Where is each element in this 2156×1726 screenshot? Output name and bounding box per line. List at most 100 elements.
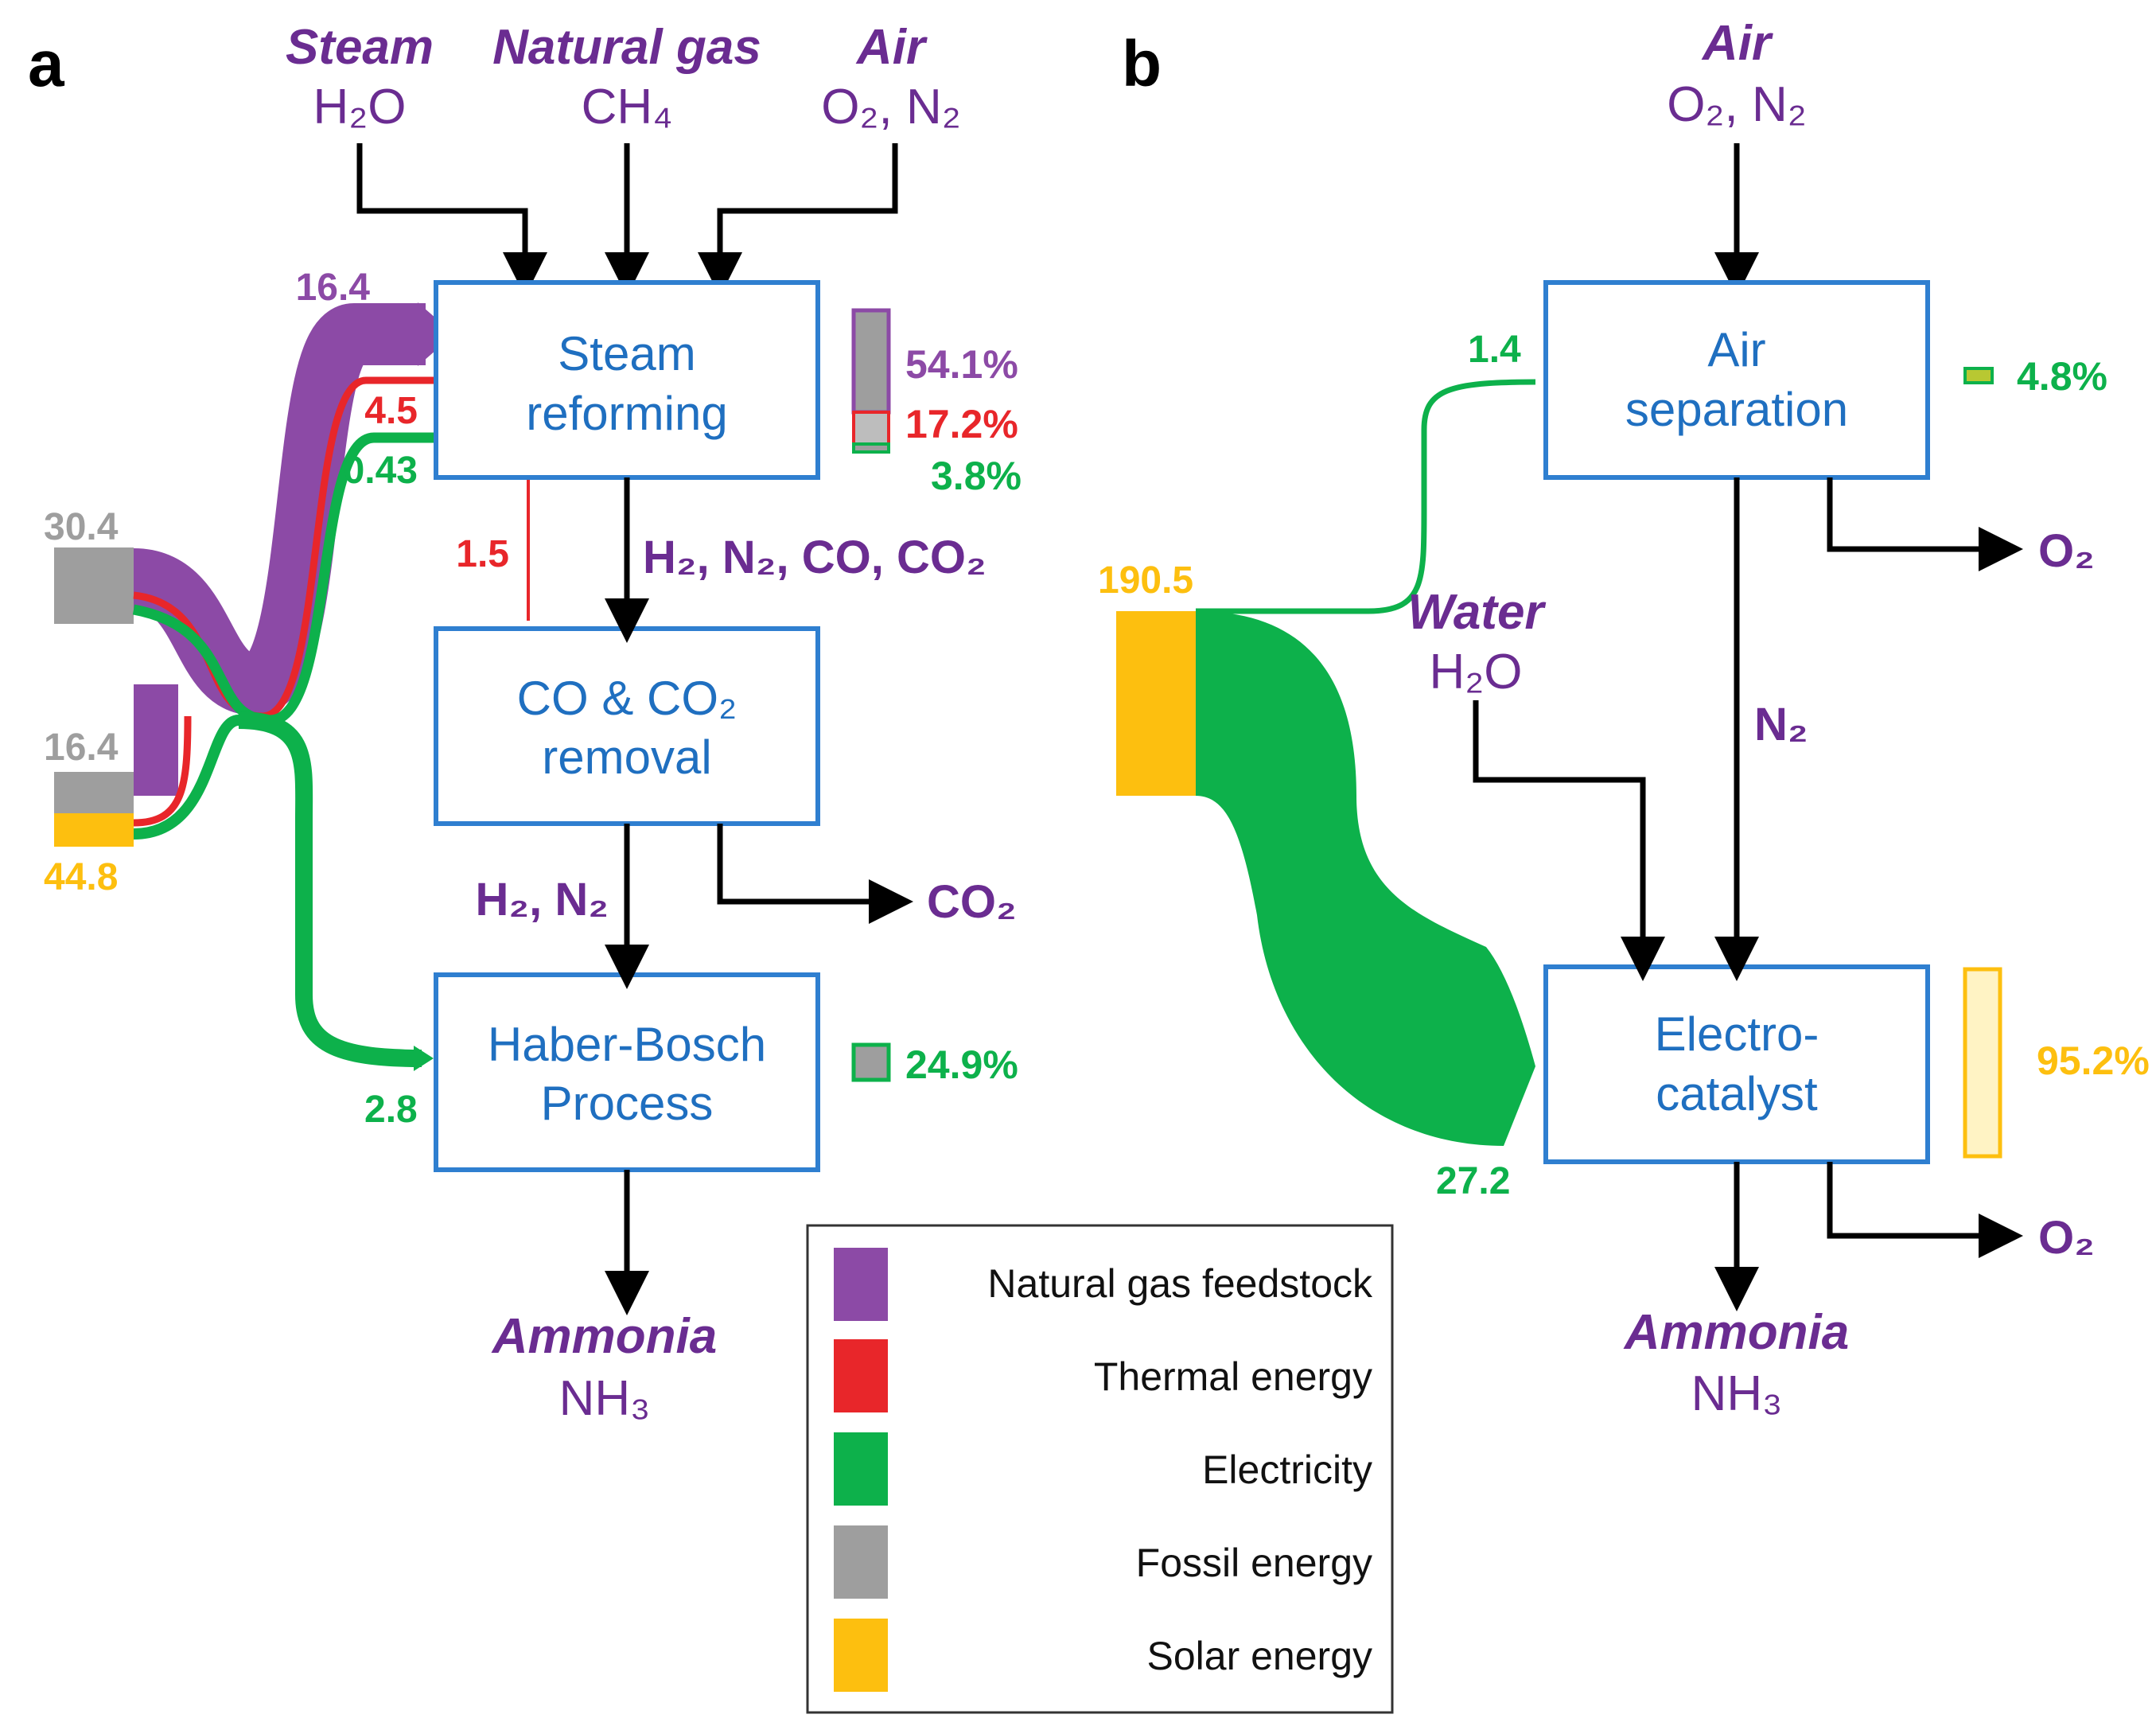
electro-catalyst-box: Electro- catalyst	[1543, 964, 1930, 1164]
steam-input: Steam H₂O	[286, 20, 434, 134]
o2-out-arrow-bottom	[1827, 1162, 2023, 1258]
electricity-to-hb-tip	[414, 1046, 434, 1071]
air-input-a-name: Air	[855, 20, 928, 75]
value-elec-to-reform: 0.43	[344, 450, 418, 492]
value-fossil-top: 30.4	[44, 506, 119, 548]
solar-block-b	[1116, 611, 1196, 796]
pct-reform-thermal: 17.2%	[905, 402, 1018, 446]
co2-output-label: CO₂	[927, 876, 1017, 928]
electro-catalyst-label-2: catalyst	[1656, 1067, 1818, 1120]
natural-gas-flow-tip	[418, 302, 436, 366]
n2-flow-label: N₂	[1754, 699, 1808, 750]
legend-label-solar: Solar energy	[1147, 1634, 1373, 1678]
legend-item-thermal: Thermal energy	[834, 1339, 1372, 1412]
co-removal-box: CO & CO₂ removal	[434, 626, 820, 826]
steam-input-name: Steam	[286, 20, 434, 75]
legend-item-electricity: Electricity	[834, 1432, 1372, 1506]
ammonia-product-a-formula: NH₃	[559, 1371, 651, 1426]
electricity-to-air-sep-flow	[1196, 379, 1536, 614]
legend: Natural gas feedstock Thermal energy Ele…	[806, 1224, 1394, 1714]
air-input-a: Air O₂, N₂	[821, 20, 961, 134]
legend-swatch-thermal	[834, 1339, 888, 1412]
o2-out-arrow-top	[1827, 477, 2023, 571]
natural-gas-input-formula: CH₄	[582, 80, 673, 134]
ammonia-product-b-formula: NH₃	[1691, 1366, 1783, 1421]
steam-arrow	[356, 143, 547, 297]
hb-share-bar	[851, 1042, 891, 1082]
legend-label-natural-gas: Natural gas feedstock	[987, 1261, 1373, 1306]
water-arrow	[1473, 700, 1665, 981]
haber-bosch-label-2: Process	[541, 1077, 714, 1130]
thermal-flow-lower	[133, 715, 192, 827]
legend-swatch-fossil	[834, 1525, 888, 1599]
legend-swatch-electricity	[834, 1432, 888, 1506]
value-fossil-bottom: 16.4	[44, 727, 119, 769]
air-sep-share-bar	[1963, 367, 1994, 384]
value-thermal-to-removal: 1.5	[456, 533, 509, 575]
pct-air-sep: 4.8%	[2017, 354, 2107, 399]
pct-reform-gas: 54.1%	[905, 342, 1018, 387]
electricity-to-electro-flow	[1196, 611, 1535, 1146]
steam-reforming-label-2: reforming	[526, 387, 727, 440]
natural-gas-input: Natural gas CH₄	[492, 20, 761, 134]
haber-bosch-label-1: Haber-Bosch	[488, 1018, 766, 1071]
value-solar-b: 190.5	[1098, 559, 1193, 602]
co-removal-label-2: removal	[542, 731, 711, 784]
pct-reform-elec: 3.8%	[931, 454, 1022, 498]
co-removal-label-1: CO & CO₂	[517, 672, 737, 725]
air-separation-label-1: Air	[1707, 323, 1765, 376]
legend-swatch-solar	[834, 1619, 888, 1692]
pct-hb: 24.9%	[905, 1042, 1018, 1087]
co2-out-arrow	[717, 824, 913, 924]
ammonia-product-a-name: Ammonia	[491, 1309, 717, 1364]
air-input-a-formula: O₂, N₂	[821, 80, 961, 134]
o2-output-top: O₂	[2038, 525, 2095, 577]
ammonia-product-b-name: Ammonia	[1623, 1305, 1849, 1360]
water-input: Water H₂O	[1407, 585, 1546, 699]
air-input-b-formula: O₂, N₂	[1667, 77, 1807, 132]
air-separation-label-2: separation	[1625, 383, 1848, 436]
value-elec-to-electro: 27.2	[1436, 1160, 1510, 1202]
value-gas-to-reform: 16.4	[296, 267, 371, 309]
fossil-block-top	[54, 547, 134, 624]
reform-gas-share	[851, 308, 891, 415]
panel-b-label: b	[1122, 28, 1162, 100]
electricity-flow-a	[132, 432, 436, 726]
electro-catalyst-label-1: Electro-	[1655, 1007, 1819, 1061]
steam-input-formula: H₂O	[313, 80, 406, 134]
water-input-formula: H₂O	[1429, 645, 1522, 699]
legend-label-thermal: Thermal energy	[1094, 1354, 1372, 1399]
electricity-to-hb-flow	[238, 711, 422, 1067]
panel-a-label: a	[28, 28, 65, 100]
legend-label-electricity: Electricity	[1202, 1447, 1372, 1492]
pct-electro: 95.2%	[2037, 1038, 2150, 1083]
electricity-flow-a-lower	[133, 715, 240, 840]
legend-frame	[806, 1224, 1394, 1714]
legend-swatch-natural-gas	[834, 1248, 888, 1321]
o2-output-bottom: O₂	[2038, 1212, 2095, 1264]
legend-item-solar: Solar energy	[834, 1619, 1372, 1692]
electro-share-bar	[1963, 967, 2002, 1159]
flow-after-reform: H₂, N₂, CO, CO₂	[643, 532, 987, 583]
air-input-b: Air O₂, N₂	[1667, 16, 1807, 132]
legend-label-fossil: Fossil energy	[1136, 1541, 1372, 1585]
haber-bosch-box: Haber-Bosch Process	[434, 972, 820, 1172]
air-separation-box: Air separation	[1543, 280, 1930, 480]
legend-item-fossil: Fossil energy	[834, 1525, 1372, 1599]
legend-item-natural-gas: Natural gas feedstock	[834, 1248, 1373, 1321]
air-arrow-a	[698, 143, 898, 297]
value-thermal-to-reform: 4.5	[364, 390, 418, 432]
water-input-name: Water	[1407, 585, 1546, 640]
reforming-share-bar	[851, 308, 891, 454]
solar-block-a	[54, 813, 134, 847]
energy-flows-a	[54, 302, 530, 1071]
value-solar-a: 44.8	[44, 856, 118, 898]
value-elec-to-air-sep: 1.4	[1468, 329, 1521, 371]
air-input-b-name: Air	[1701, 16, 1773, 71]
fossil-block-bottom	[54, 772, 134, 813]
steam-reforming-box: Steam reforming	[434, 280, 820, 480]
flow-after-removal: H₂, N₂	[475, 874, 609, 925]
steam-reforming-label-1: Steam	[558, 327, 695, 380]
natural-gas-flow	[131, 303, 426, 716]
